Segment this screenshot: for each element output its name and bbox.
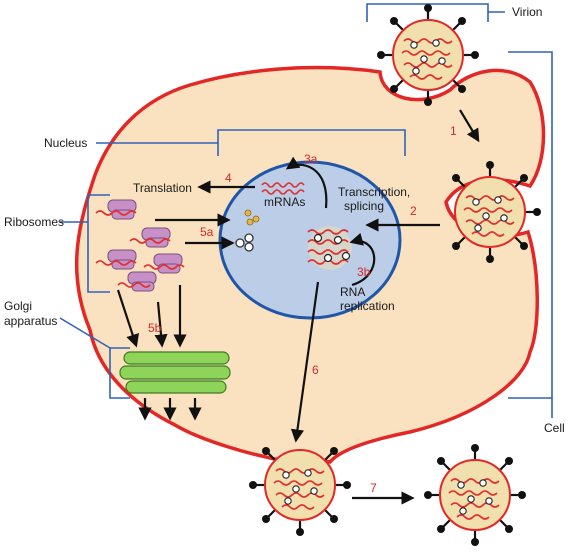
label-rna-2: replication [340,299,395,313]
step-3b: 3b [357,265,371,279]
label-nucleus: Nucleus [44,136,87,150]
label-translation: Translation [133,181,192,195]
replicating-genome [307,226,352,270]
step-4: 4 [225,171,232,185]
step-5a: 5a [200,225,214,239]
ribosome-mrna [95,210,185,288]
pathway-arrows [116,109,480,505]
ribosomes-bracket [60,194,110,293]
step-5b: 5b [148,321,162,335]
golgi-apparatus [119,351,231,394]
arrow-entry [459,109,480,143]
label-cell: Cell [544,421,565,435]
virion-budding [249,447,351,536]
label-golgi-2: apparatus [4,314,57,328]
golgi-bracket [59,317,130,399]
step-1: 1 [450,124,457,138]
label-rna-1: RNA [340,285,365,299]
arrow-5b-left [116,289,139,348]
ring-proteins [235,233,254,252]
virion-bracket [366,3,505,22]
label-virion: Virion [512,5,542,19]
virion-released [424,444,526,546]
nucleus-bracket [96,129,406,156]
label-mrnas: mRNAs [264,195,305,209]
label-ribosomes: Ribosomes [4,215,64,229]
label-golgi-1: Golgi [4,299,32,313]
arrow-3b [349,232,376,287]
label-transcription-1: Transcription, [338,185,410,199]
label-transcription-2: splicing [344,199,384,213]
step-7: 7 [370,481,377,495]
nucleus-mrnas [261,182,305,195]
nucleocapsid-dots [244,209,260,226]
step-3a: 3a [304,152,318,166]
cell-bracket [508,51,553,418]
arrow-5b-mid [154,301,168,348]
step-6: 6 [312,363,319,377]
virion-endocytosed [452,161,541,263]
virion-entering [377,4,479,106]
step-2: 2 [410,204,417,218]
arrow-6 [290,281,320,443]
arrow-3a [285,156,328,209]
